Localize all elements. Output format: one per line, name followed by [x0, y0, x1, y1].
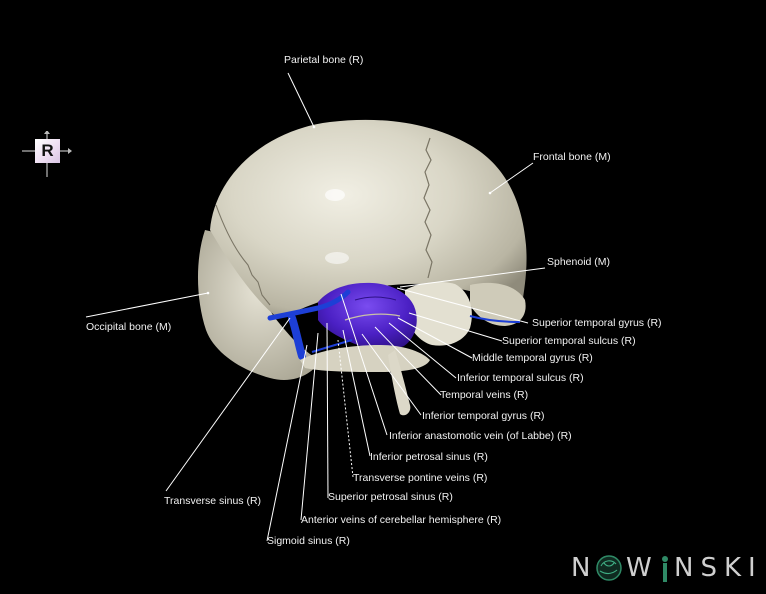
- label-superior-petrosal-sinus: Superior petrosal sinus (R): [328, 491, 453, 503]
- label-middle-temporal-gyrus: Middle temporal gyrus (R): [472, 352, 593, 364]
- label-sigmoid-sinus: Sigmoid sinus (R): [267, 535, 350, 547]
- label-temporal-veins: Temporal veins (R): [440, 389, 529, 401]
- nowinski-logo: N W NSKI: [571, 553, 756, 583]
- label-superior-temporal-gyrus: Superior temporal gyrus (R): [532, 317, 662, 329]
- sphenoid-bone: [405, 282, 472, 346]
- frontal-bone-edge: [470, 282, 526, 326]
- transverse-sinus: [267, 289, 351, 321]
- label-sphenoid: Sphenoid (M): [547, 256, 611, 268]
- label-inferior-petrosal-sinus: Inferior petrosal sinus (R): [370, 451, 488, 463]
- orientation-indicator[interactable]: R: [22, 131, 72, 177]
- styloid-process: [388, 350, 411, 416]
- logo-letter-w: W: [626, 553, 659, 583]
- sigmoid-sinus: [288, 314, 306, 360]
- label-labbe-vein: Inferior anastomotic vein (of Labbe) (R): [389, 430, 572, 442]
- orientation-arrows-icon: [22, 131, 72, 177]
- label-transverse-sinus: Transverse sinus (R): [164, 495, 262, 507]
- logo-i-figure-icon: [662, 556, 668, 582]
- label-inferior-temporal-sulcus: Inferior temporal sulcus (R): [457, 372, 584, 384]
- brain-globe-icon: [596, 555, 622, 581]
- logo-text-tail: NSKI: [674, 553, 763, 583]
- label-anterior-veins-cerebellar-hemisphere: Anterior veins of cerebellar hemisphere …: [301, 514, 502, 526]
- orientation-letter: R: [35, 139, 60, 163]
- logo-letter-n: N: [571, 553, 598, 583]
- label-occipital-bone: Occipital bone (M): [86, 321, 172, 333]
- occipital-bone: [197, 230, 320, 380]
- label-frontal-bone: Frontal bone (M): [533, 151, 611, 163]
- label-transverse-pontine-veins: Transverse pontine veins (R): [353, 472, 488, 484]
- label-parietal-bone: Parietal bone (R): [284, 54, 364, 66]
- label-inferior-temporal-gyrus: Inferior temporal gyrus (R): [422, 410, 545, 422]
- label-superior-temporal-sulcus: Superior temporal sulcus (R): [502, 335, 636, 347]
- parietal-bone: [210, 119, 527, 318]
